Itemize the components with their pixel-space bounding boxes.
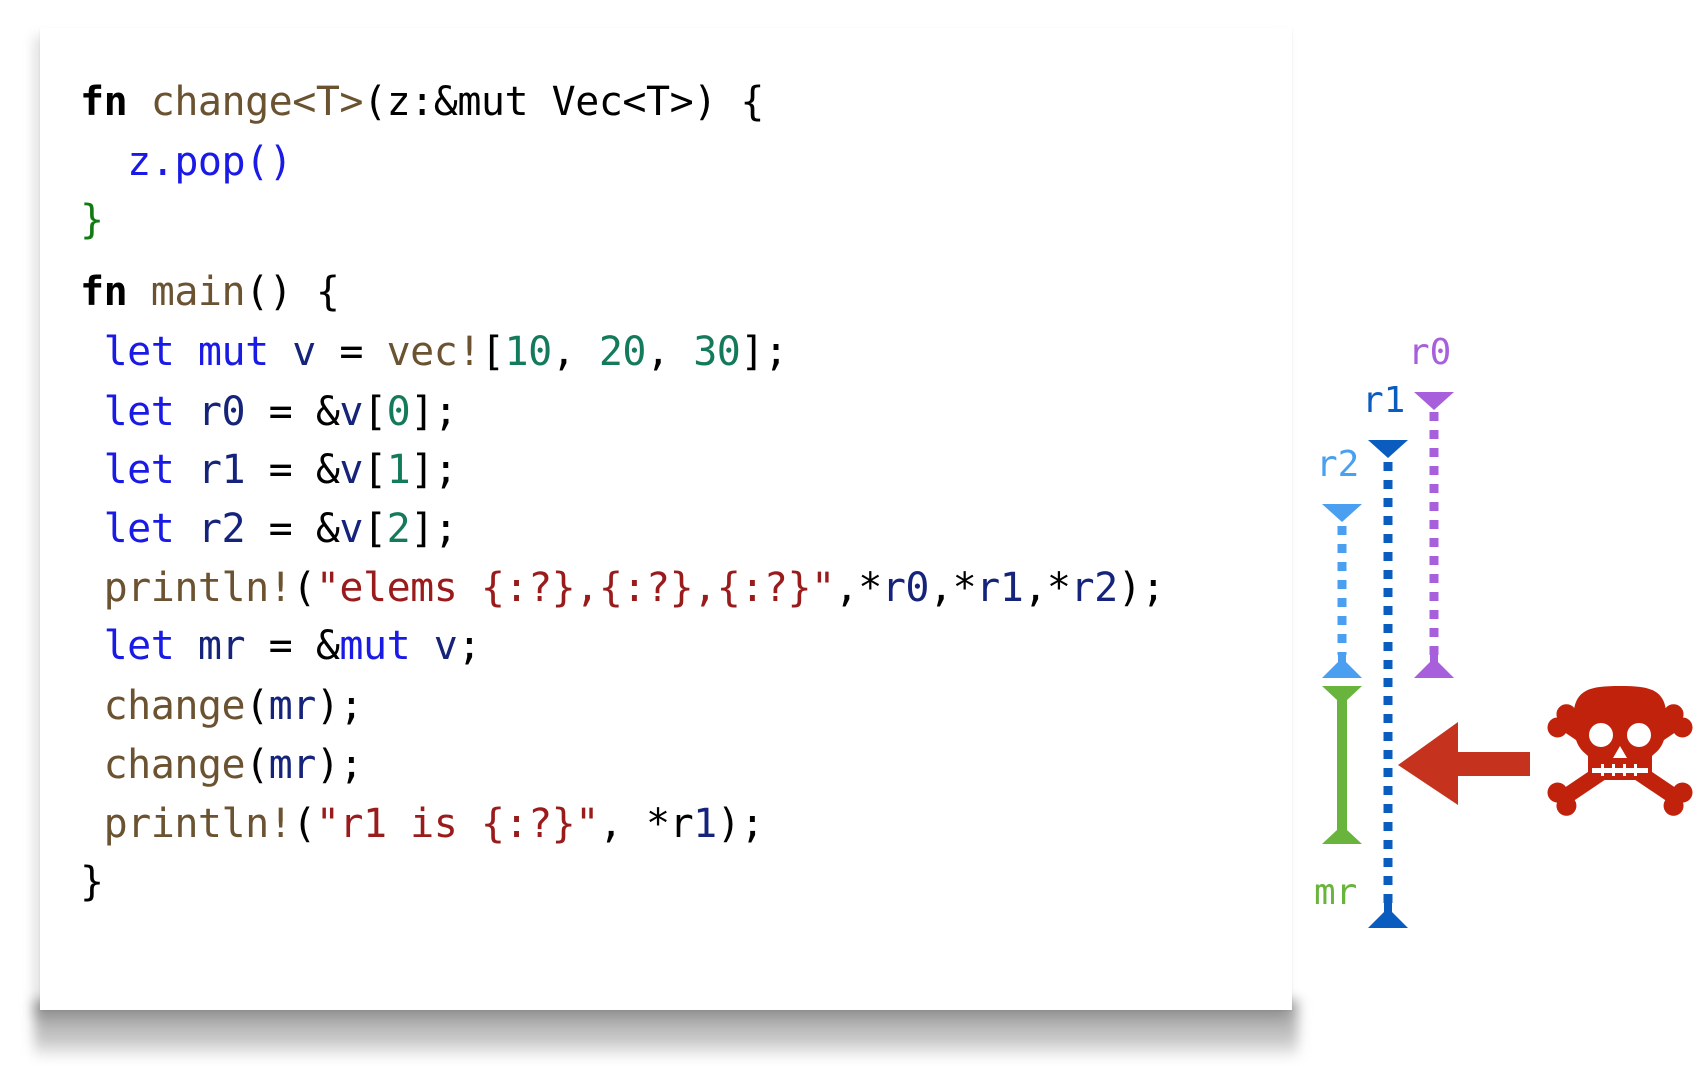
code-token: mr <box>268 742 317 788</box>
code-token: println! <box>80 565 293 611</box>
code-line: println!("r1 is {:?}", *r1); <box>80 792 765 856</box>
code-token: ); <box>716 801 765 847</box>
code-token: ,* <box>834 565 883 611</box>
code-token: let mut <box>80 329 270 375</box>
code-line: let r0 = &v[0]; <box>80 380 458 444</box>
code-token: mut <box>339 623 411 669</box>
code-token: change <box>80 683 246 729</box>
code-token: r1 <box>976 565 1024 611</box>
code-token: ); <box>1117 565 1166 611</box>
code-token: v <box>339 389 363 435</box>
code-line: } <box>80 188 104 252</box>
code-line: change(mr); <box>80 733 364 797</box>
code-token: r1 <box>174 447 246 493</box>
code-token: 2 <box>386 506 411 552</box>
code-line: let mr = &mut v; <box>80 614 482 678</box>
code-token: ( <box>292 565 316 611</box>
code-token: mr <box>174 623 246 669</box>
mr-label: mr <box>1314 872 1358 913</box>
code-token: r2 <box>1070 565 1119 611</box>
code-token: [ <box>480 329 505 375</box>
code-token: "r1 is {:?}" <box>315 801 599 847</box>
code-token: main <box>150 269 246 315</box>
code-token: let <box>80 506 175 552</box>
code-token: v <box>339 447 363 493</box>
mr-lifetime <box>1322 686 1362 844</box>
code-line: change(mr); <box>80 674 364 738</box>
code-line: let mut v = vec![10, 20, 30]; <box>80 320 788 384</box>
code-token: let <box>80 447 175 493</box>
r2-label: r2 <box>1316 444 1360 485</box>
code-token: , <box>551 329 599 375</box>
code-token: v <box>268 329 316 375</box>
code-token: ]; <box>410 506 458 552</box>
code-line: } <box>80 850 104 914</box>
r1-label: r1 <box>1362 380 1406 421</box>
code-token: "elems {:?},{:?},{:?}" <box>315 565 835 611</box>
left-arrow-icon <box>1398 722 1530 805</box>
code-token: let <box>80 389 175 435</box>
code-token: ,* <box>1023 565 1071 611</box>
code-token: vec! <box>386 329 482 375</box>
code-line: fn main() { <box>80 260 340 324</box>
r2-lifetime <box>1322 504 1362 678</box>
code-token: change<T> <box>150 79 364 125</box>
code-token: (z:&mut Vec<T>) { <box>363 79 764 125</box>
code-token: fn <box>80 79 128 125</box>
code-token: r0 <box>881 565 930 611</box>
code-line: let r2 = &v[2]; <box>80 497 458 561</box>
code-token: = & <box>245 389 340 435</box>
code-token: = & <box>245 447 340 493</box>
code-card <box>40 28 1292 1010</box>
code-token: 1 <box>386 447 411 493</box>
code-token: r2 <box>174 506 246 552</box>
code-token: ( <box>245 742 269 788</box>
code-line: z.pop() <box>80 130 293 194</box>
code-token: 10 <box>504 329 553 375</box>
code-token: mr <box>268 683 317 729</box>
code-token: ( <box>245 683 269 729</box>
code-token: () { <box>245 269 340 315</box>
code-token: ); <box>315 742 364 788</box>
code-token: z.pop() <box>80 139 293 185</box>
code-token: 0 <box>386 389 411 435</box>
code-token: = & <box>245 623 340 669</box>
code-token: ); <box>315 683 364 729</box>
code-token: 30 <box>693 329 741 375</box>
code-token: } <box>80 859 104 905</box>
r0-lifetime <box>1414 392 1454 678</box>
code-token: ]; <box>740 329 788 375</box>
code-token: ]; <box>410 389 458 435</box>
code-token: = & <box>245 506 340 552</box>
code-token: ( <box>292 801 316 847</box>
code-token: 20 <box>598 329 647 375</box>
code-token: v <box>410 623 458 669</box>
code-token: println! <box>80 801 293 847</box>
code-token: fn <box>80 269 128 315</box>
r0-label: r0 <box>1408 332 1452 373</box>
skull-crossbones-icon <box>1547 686 1693 816</box>
r1-lifetime <box>1368 440 1408 928</box>
code-token: change <box>80 742 246 788</box>
code-token: ; <box>457 623 481 669</box>
code-token: ]; <box>410 447 458 493</box>
code-line: println!("elems {:?},{:?},{:?}",*r0,*r1,… <box>80 556 1166 620</box>
code-token: v <box>339 506 363 552</box>
code-token: , <box>646 329 694 375</box>
code-token: let <box>80 623 175 669</box>
code-token: = <box>315 329 387 375</box>
code-token: 1 <box>693 801 717 847</box>
code-token: ,* <box>929 565 977 611</box>
code-token: , *r <box>598 801 694 847</box>
code-token: [ <box>363 447 387 493</box>
code-line: fn change<T>(z:&mut Vec<T>) { <box>80 70 764 134</box>
code-token: [ <box>363 506 387 552</box>
code-line: let r1 = &v[1]; <box>80 438 458 502</box>
code-token: [ <box>363 389 387 435</box>
code-token: } <box>80 197 104 243</box>
code-token: r0 <box>174 389 246 435</box>
